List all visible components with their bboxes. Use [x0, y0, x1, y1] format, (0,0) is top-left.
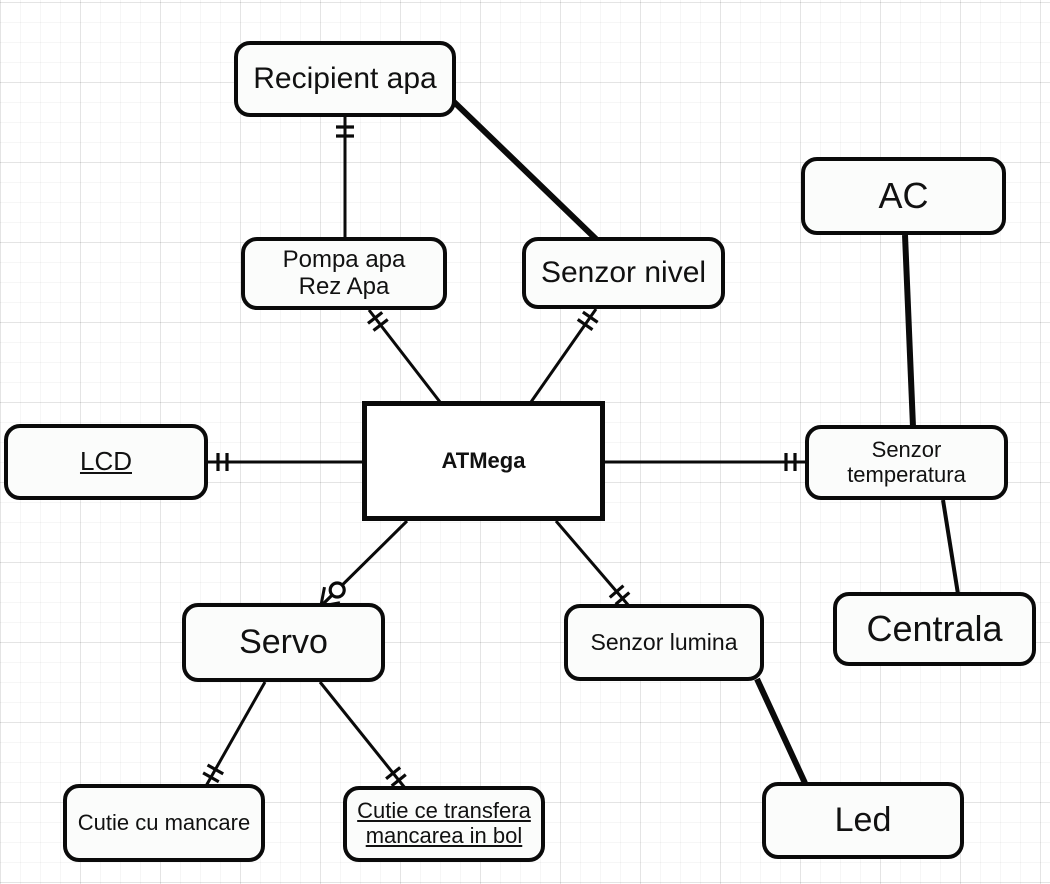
marker-one-and-only-one [385, 766, 407, 788]
node-label-pompa-apa: Pompa apa Rez Apa [282, 245, 406, 300]
node-label-line: LCD [79, 446, 132, 477]
edge-atmega-senzor-temp [605, 453, 805, 471]
node-ac[interactable]: AC [801, 157, 1006, 235]
node-label-line: mancarea in bol [365, 823, 523, 848]
node-pompa-apa[interactable]: Pompa apa Rez Apa [241, 237, 447, 310]
edge-senzor-temp-centrala [941, 499, 960, 595]
edge-ac-senzor-temp [902, 234, 916, 428]
node-cutie-mancare[interactable]: Cutie cu mancare [63, 784, 265, 862]
node-label-recipient-apa: Recipient apa [253, 62, 437, 96]
edge-recipient-pompa [336, 117, 354, 237]
edge-lcd-atmega [208, 453, 362, 471]
edge-servo-cutie-mancare [202, 681, 267, 787]
node-servo[interactable]: Servo [182, 603, 385, 682]
marker-one-and-only-one [784, 453, 797, 471]
edge-recipient-nivel [449, 97, 599, 242]
marker-one-and-only-one [202, 763, 224, 784]
edge-lumina-led [754, 677, 808, 785]
node-lcd[interactable]: LCD [4, 424, 208, 500]
marker-one-and-only-one [216, 453, 229, 471]
edge-nivel-atmega [529, 308, 599, 403]
node-label-senzor-nivel: Senzor nivel [540, 256, 707, 290]
marker-one-and-only-one [367, 311, 389, 332]
edge-pompa-atmega [367, 309, 442, 403]
node-senzor-nivel[interactable]: Senzor nivel [522, 237, 725, 309]
node-label-ac: AC [878, 174, 929, 216]
marker-one-and-only-one [336, 125, 354, 138]
node-label-led: Led [834, 801, 892, 840]
node-senzor-temp[interactable]: Senzor temperatura [805, 425, 1008, 500]
node-recipient-apa[interactable]: Recipient apa [234, 41, 456, 117]
node-label-senzor-lumina: Senzor lumina [590, 628, 738, 655]
node-label-centrala: Centrala [866, 607, 1003, 649]
node-label-line: Cutie ce transfera [357, 798, 531, 824]
node-senzor-lumina[interactable]: Senzor lumina [564, 604, 764, 681]
node-label-senzor-temp: Senzor temperatura [847, 436, 966, 487]
marker-one-and-only-one [576, 310, 599, 332]
node-centrala[interactable]: Centrala [833, 592, 1036, 666]
node-label-servo: Servo [239, 623, 328, 662]
node-label-cutie-mancare: Cutie cu mancare [77, 809, 251, 835]
marker-one-and-only-one [608, 584, 631, 606]
edge-servo-cutie-transfer [318, 681, 407, 789]
edge-atmega-lumina [554, 520, 631, 607]
node-label-atmega: ATMega [441, 447, 526, 473]
node-led[interactable]: Led [762, 782, 964, 859]
node-label-lcd: LCD [80, 447, 132, 476]
edge-atmega-servo [316, 519, 409, 611]
node-atmega[interactable]: ATMega [362, 401, 605, 521]
